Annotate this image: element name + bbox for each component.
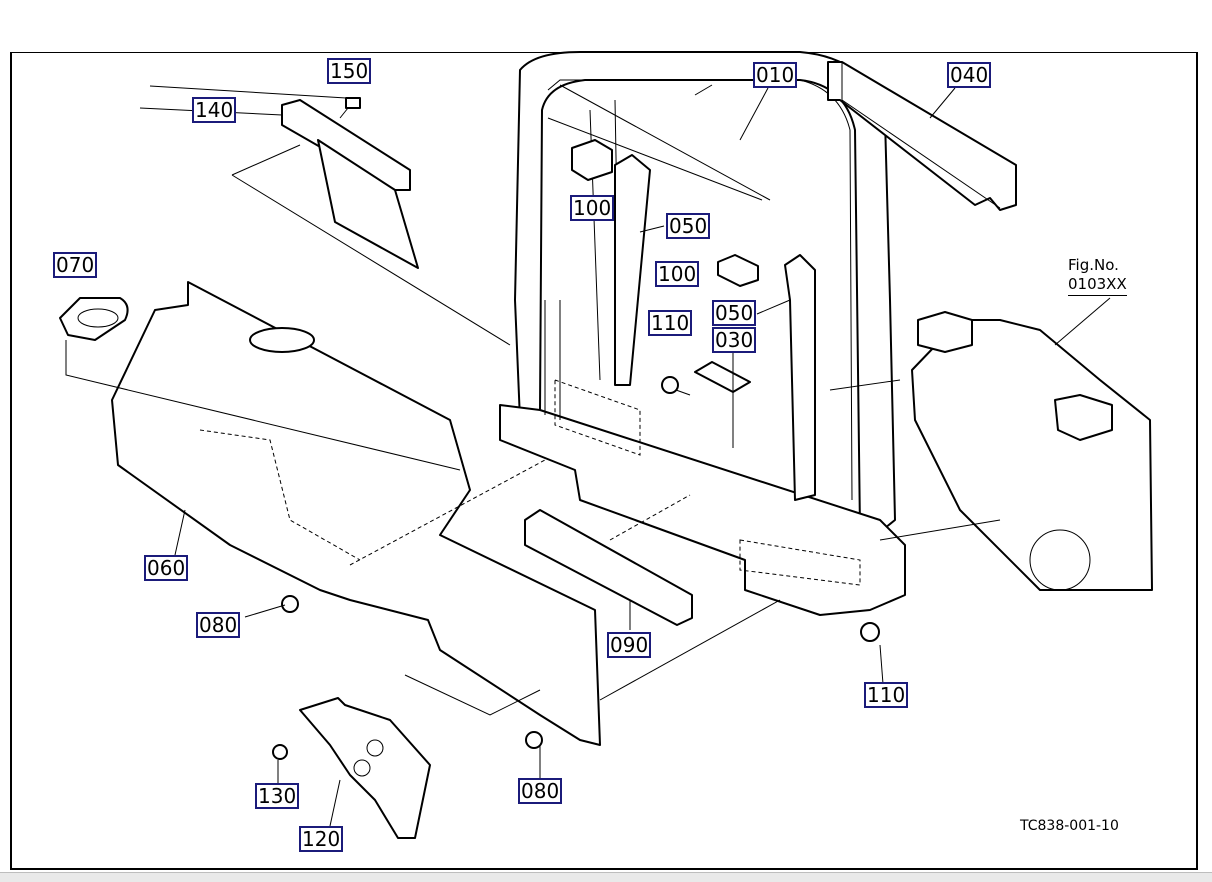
- part-120-shape: [299, 697, 431, 839]
- bolt-080b-shape: [525, 731, 543, 749]
- bolt-130-shape: [272, 744, 288, 760]
- callout-130: 130: [255, 783, 300, 809]
- part-060-shape: [111, 281, 601, 746]
- callout-010: 010: [753, 62, 798, 88]
- part-070-shape: [59, 297, 129, 341]
- callout-100b: 100: [655, 261, 700, 287]
- part-140-shape: [281, 99, 411, 191]
- callout-090: 090: [607, 632, 652, 658]
- bolt-110b-shape: [860, 622, 880, 642]
- callout-080a: 080: [196, 612, 241, 638]
- callout-070: 070: [53, 252, 98, 278]
- figure-reference-line2: 0103XX: [1068, 275, 1127, 296]
- figure-reference: Fig.No. 0103XX: [1068, 256, 1127, 296]
- callout-140: 140: [192, 97, 237, 123]
- part-050b-shape: [784, 254, 816, 501]
- drawing-code: TC838-001-10: [1020, 818, 1119, 834]
- part-100a-shape: [571, 139, 613, 181]
- callout-080b: 080: [518, 778, 563, 804]
- part-050a-shape: [614, 154, 651, 386]
- callout-060: 060: [144, 555, 189, 581]
- bolt-110a-shape: [661, 376, 691, 396]
- callout-050a: 050: [666, 213, 711, 239]
- figure-reference-line1: Fig.No.: [1068, 256, 1119, 274]
- engine-housing-shape: [911, 311, 1153, 591]
- callout-030: 030: [712, 327, 757, 353]
- part-100b-shape: [717, 254, 759, 287]
- part-090-shape: [524, 509, 693, 626]
- callout-110a: 110: [648, 310, 693, 336]
- bottom-edge-bar: [0, 872, 1212, 882]
- bolt-080a-shape: [281, 595, 299, 613]
- callout-100a: 100: [570, 195, 615, 221]
- bolt-150-shape: [339, 97, 361, 119]
- callout-110b: 110: [864, 682, 909, 708]
- callout-040: 040: [947, 62, 992, 88]
- callout-150: 150: [327, 58, 372, 84]
- callout-120: 120: [299, 826, 344, 852]
- leader-lines: [65, 84, 1111, 827]
- part-030-shape: [694, 361, 751, 393]
- callout-050b: 050: [712, 300, 757, 326]
